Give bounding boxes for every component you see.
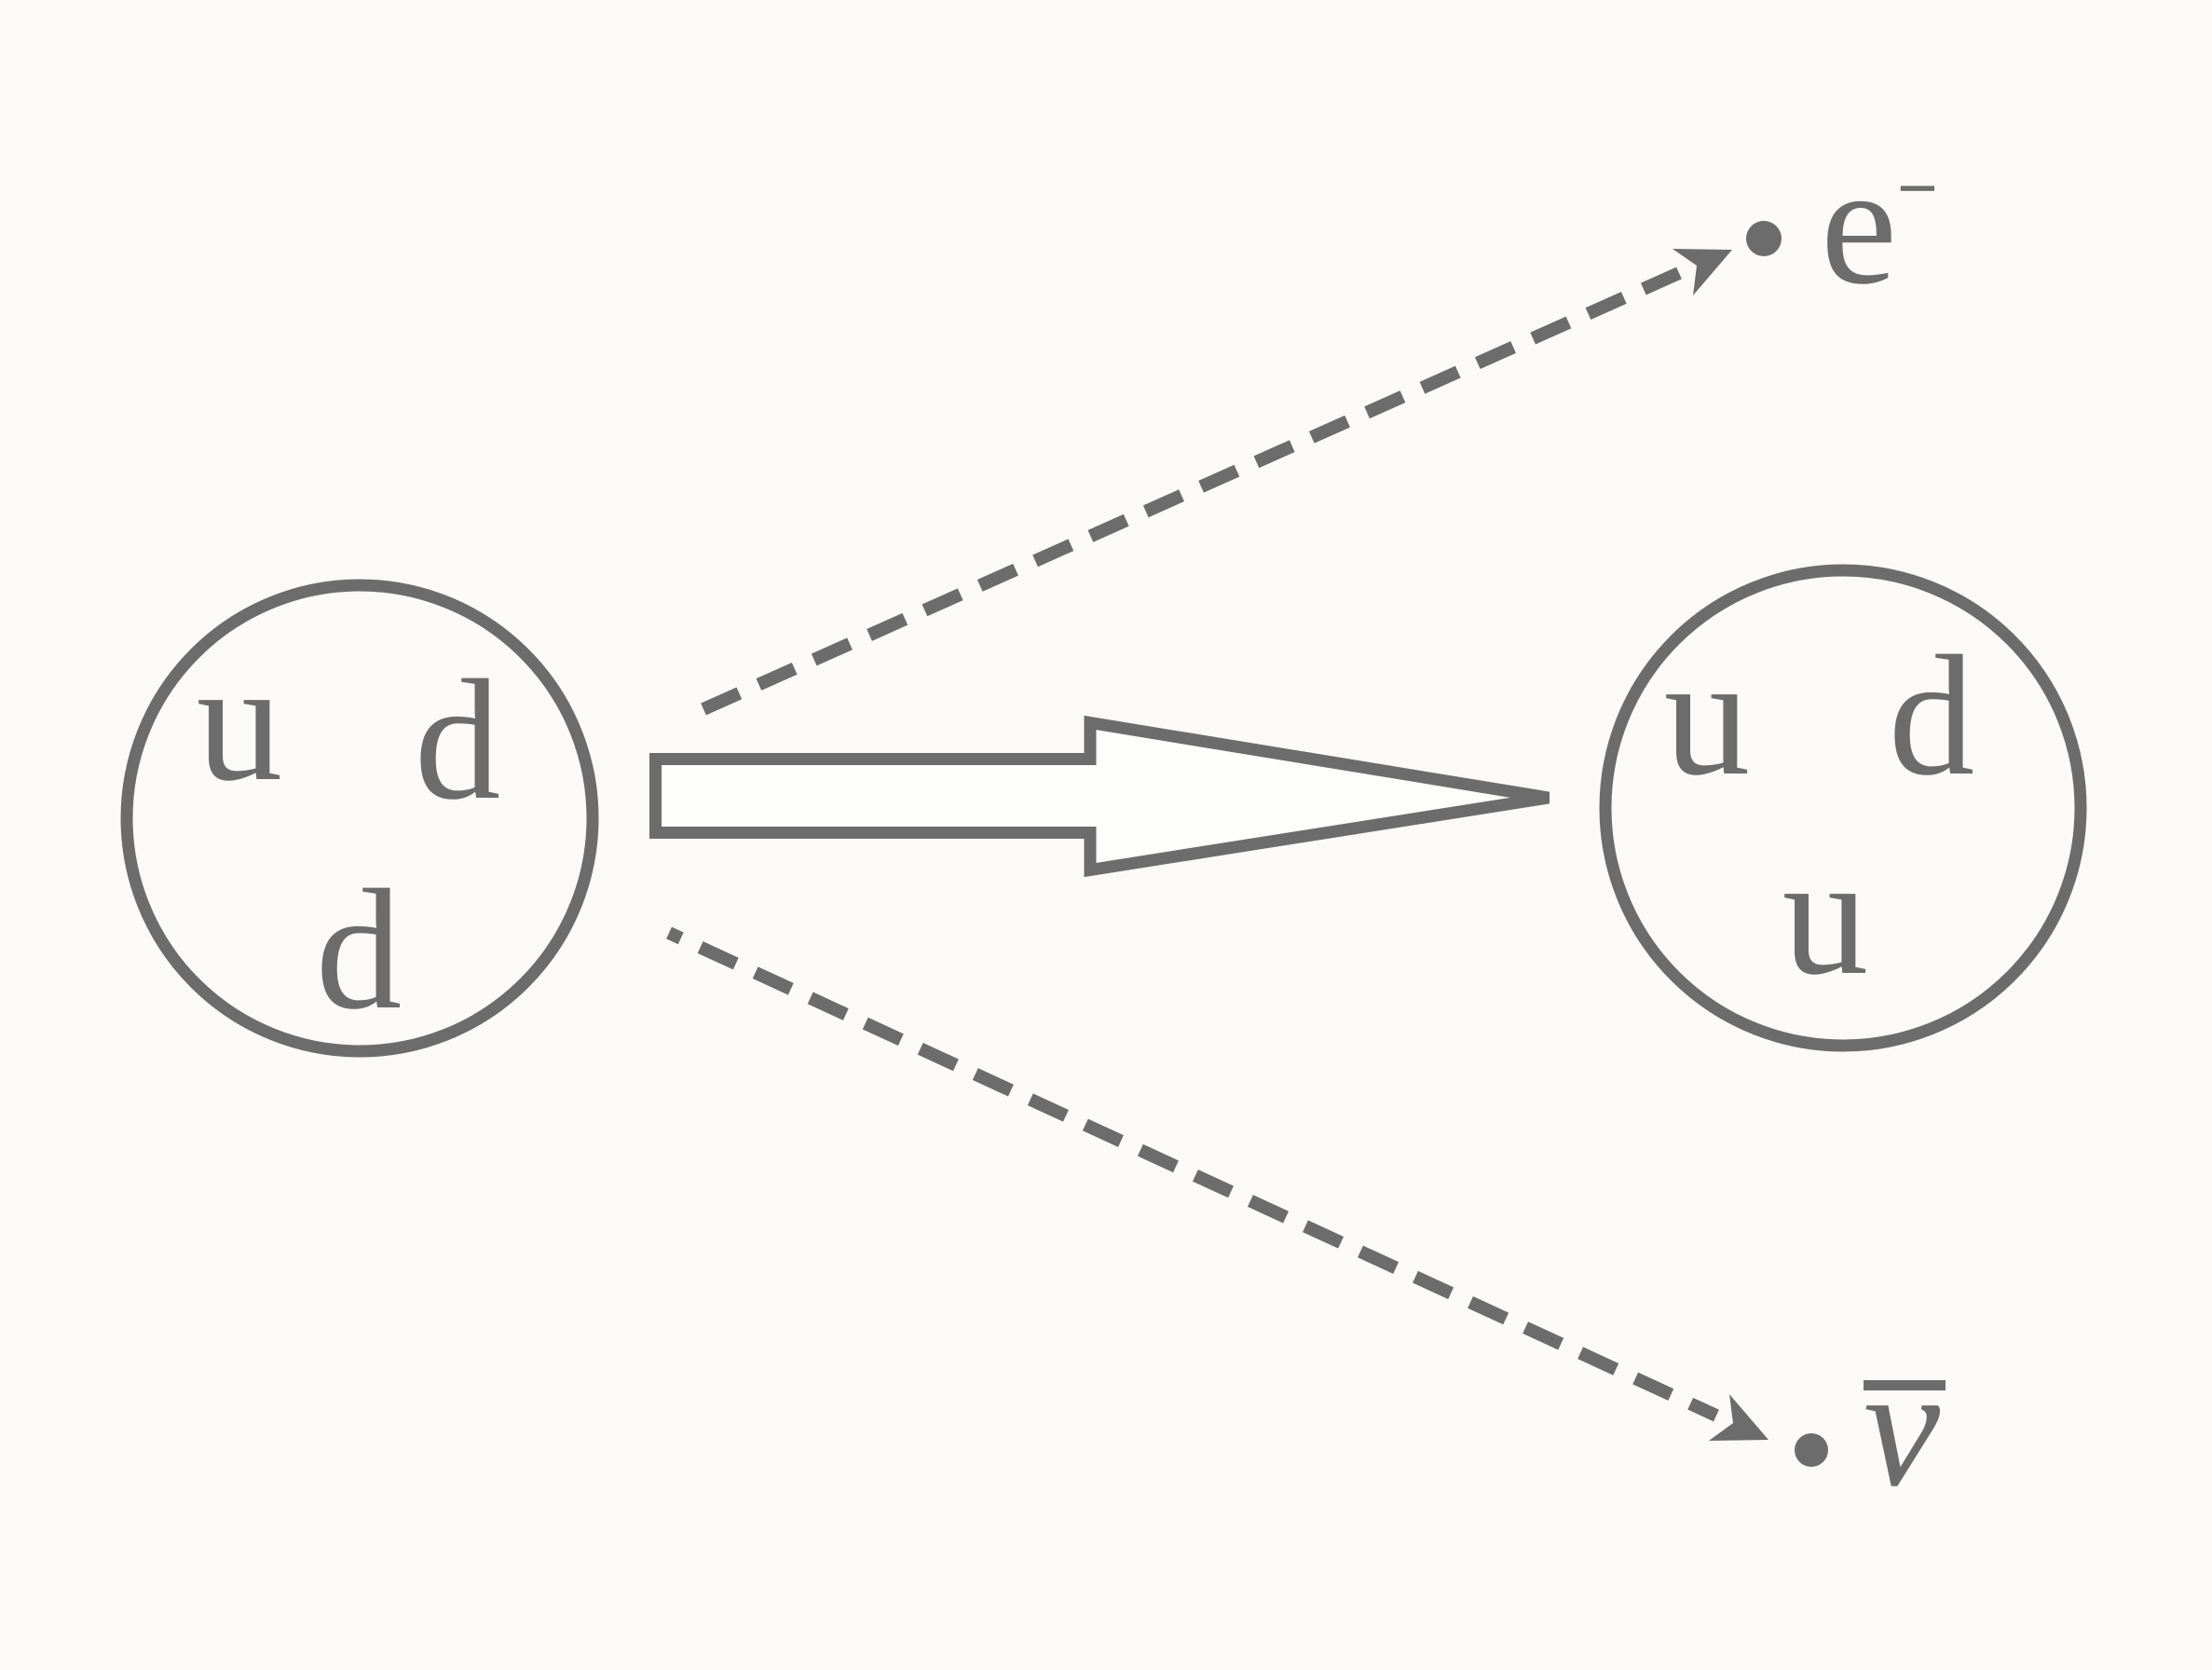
proton-quark-u2: u xyxy=(1782,820,1869,1011)
decay-arrow-outline xyxy=(649,715,1550,878)
proton-quark-d: d xyxy=(1889,621,1975,812)
antineutrino-dashed-line xyxy=(666,926,1719,1422)
proton-circle xyxy=(1599,564,2087,1052)
antineutrino-symbol: ν xyxy=(1864,1332,1941,1523)
electron-symbol: e xyxy=(1821,130,1897,321)
electron-charge-sign: − xyxy=(1897,147,1938,228)
antineutrino-overbar xyxy=(1864,1380,1946,1390)
neutron-circle xyxy=(120,579,599,1058)
neutron-quark-u: u xyxy=(197,626,283,817)
electron-dot xyxy=(1746,221,1782,256)
proton-quark-u1: u xyxy=(1664,621,1751,812)
neutron-quark-d2: d xyxy=(316,855,403,1046)
outline-shapes xyxy=(120,267,2087,1422)
labels: u d d u d u e − ν xyxy=(197,130,1975,1523)
electron-arrowhead-icon xyxy=(1673,249,1732,295)
electron-dashed-line xyxy=(701,267,1682,716)
antineutrino-dot xyxy=(1795,1433,1828,1467)
filled-marks xyxy=(1673,221,1946,1467)
antineutrino-arrowhead-icon xyxy=(1709,1394,1768,1441)
neutron-quark-d1: d xyxy=(415,645,501,836)
